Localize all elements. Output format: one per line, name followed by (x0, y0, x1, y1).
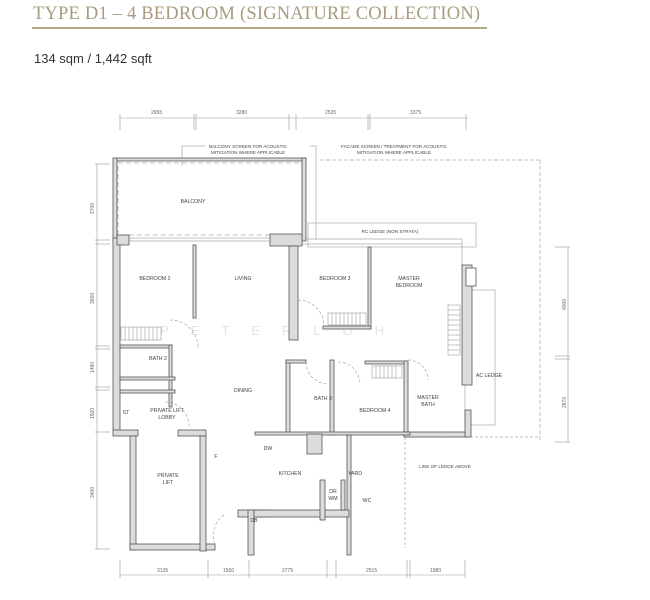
room-dw: DW (264, 446, 273, 452)
wardrobes (120, 304, 461, 379)
room-living: LIVING (234, 276, 251, 282)
room-private-lift-l2: LIFT (163, 480, 174, 486)
room-private-lift-lobby-l1: PRIVATE LIFT (150, 408, 184, 414)
room-dining: DINING (234, 388, 252, 394)
dim-top-4: 3375 (410, 110, 421, 116)
dim-left-5: 3400 (90, 487, 96, 498)
room-fridge: F (214, 454, 217, 460)
room-dr-wm-l1: DR (329, 489, 337, 495)
dim-bottom-3: 2775 (282, 568, 293, 574)
room-yard: YARD (348, 471, 362, 477)
room-private-lift-l1: PRIVATE (157, 473, 179, 479)
dim-left-4: 1500 (90, 408, 96, 419)
room-bedroom3: BEDROOM 3 (319, 276, 350, 282)
note-facade-screen-l2: MITIGATION WHERE APPLICABLE (357, 150, 431, 155)
room-dr-wm-l2: WM (328, 496, 337, 502)
note-line-of-ledge: LINE OF LEDGE ABOVE (419, 464, 471, 469)
note-balcony-screen-l2: MITIGATION WHERE APPLICABLE (211, 150, 285, 155)
room-bath2: BATH 2 (149, 356, 167, 362)
room-master-bath-l2: BATH (421, 402, 435, 408)
room-db: DB (250, 518, 258, 524)
room-bedroom4: BEDROOM 4 (359, 408, 390, 414)
unit-area: 134 sqm / 1,442 sqft (34, 51, 152, 66)
page-title: TYPE D1 – 4 BEDROOM (SIGNATURE COLLECTIO… (33, 4, 481, 24)
note-rc-ledge: RC LEDGE (NON STRATA) (362, 229, 419, 234)
dim-top-1: 2655 (151, 110, 162, 116)
walls (112, 157, 477, 556)
dimension-lines (95, 114, 570, 578)
note-facade-screen-l1: FACADE SCREEN / TREATMENT FOR ACOUSTIC (341, 144, 448, 149)
title-divider (32, 27, 487, 29)
room-balcony: BALCONY (181, 199, 206, 205)
dim-left-1: 2700 (90, 203, 96, 214)
dim-bottom-4: 2515 (366, 568, 377, 574)
door-swings (164, 299, 429, 546)
dim-top-2: 3280 (236, 110, 247, 116)
note-balcony-screen-l1: BALCONY SCREEN FOR ACOUSTIC (209, 144, 288, 149)
room-st: ST (123, 410, 130, 416)
room-bedroom2: BEDROOM 2 (139, 276, 170, 282)
dim-left-2: 3600 (90, 293, 96, 304)
dim-left-3: 1480 (90, 362, 96, 373)
room-private-lift-lobby-l2: LOBBY (158, 415, 176, 421)
dim-bottom-2: 1500 (223, 568, 234, 574)
dim-top-3: 2535 (325, 110, 336, 116)
dim-right-2: 2870 (562, 397, 568, 408)
room-master-bedroom-l1: MASTER (398, 276, 420, 282)
dim-bottom-5: 1980 (430, 568, 441, 574)
room-kitchen: KITCHEN (279, 471, 302, 477)
room-master-bedroom-l2: BEDROOM (396, 283, 423, 289)
room-master-bath-l1: MASTER (417, 395, 439, 401)
dim-right-1: 4000 (562, 299, 568, 310)
room-wc: WC (363, 498, 372, 504)
dim-bottom-1: 3135 (157, 568, 168, 574)
room-ac-ledge: AC LEDGE (476, 373, 503, 379)
room-bath3: BATH 3 (314, 396, 332, 402)
ledge-outlines (114, 145, 541, 548)
